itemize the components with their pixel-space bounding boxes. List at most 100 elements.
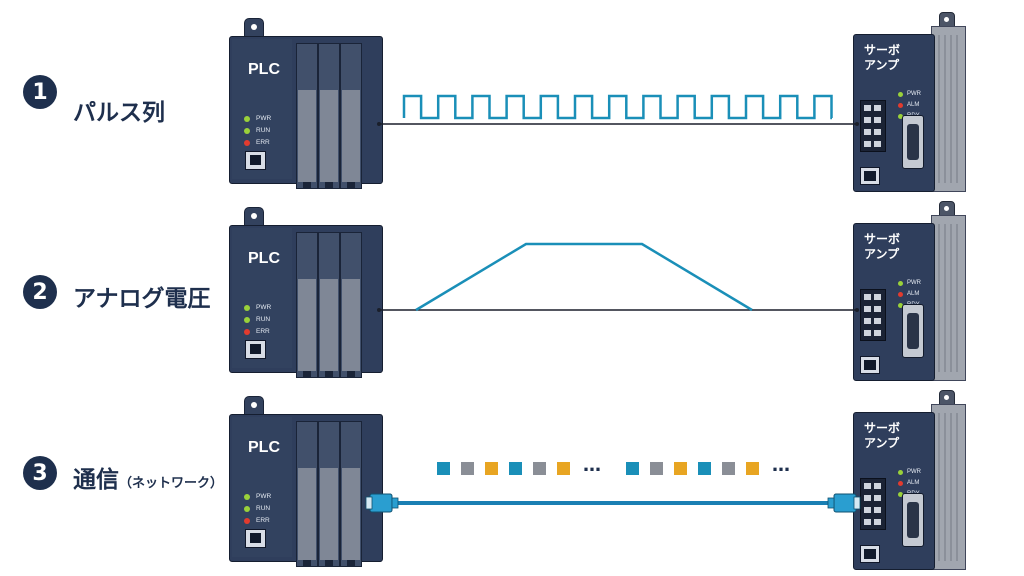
d-sub-connector-icon xyxy=(902,115,924,169)
status-led-icon xyxy=(244,304,250,311)
label-text: パルス列 xyxy=(73,100,165,126)
plc-cpu-module: PLC PWR RUN ERR xyxy=(232,228,292,368)
d-sub-connector-icon xyxy=(902,493,924,547)
terminal-block-icon xyxy=(860,289,886,341)
led-err: ERR xyxy=(244,517,270,524)
led-run: RUN xyxy=(244,316,270,323)
ellipsis: … xyxy=(772,455,791,476)
status-led-icon xyxy=(898,491,903,497)
ethernet-port-icon xyxy=(860,167,880,185)
status-led-icon xyxy=(244,493,250,500)
plc-title: PLC xyxy=(248,250,280,267)
plc-cpu-module: PLC PWR RUN ERR xyxy=(232,39,292,179)
status-led-icon xyxy=(244,505,250,512)
d-sub-connector-icon xyxy=(902,304,924,358)
led-alm: ALM xyxy=(898,480,919,486)
label-text: アナログ電圧 xyxy=(73,286,211,312)
data-packet xyxy=(509,462,522,475)
plc-unit: PLC PWR RUN ERR xyxy=(229,396,383,567)
led-err: ERR xyxy=(244,139,270,146)
ethernet-port-icon xyxy=(860,545,880,563)
io-module xyxy=(318,232,340,378)
status-led-icon xyxy=(898,113,903,119)
wire-connector xyxy=(855,308,859,312)
data-packet xyxy=(533,462,546,475)
heatsink-fins xyxy=(931,404,966,570)
status-led-icon xyxy=(244,517,250,524)
led-pwr: PWR xyxy=(244,304,271,311)
number-badge-1: 1 xyxy=(23,75,57,109)
analog-voltage-waveform xyxy=(415,242,753,312)
io-module xyxy=(296,43,318,189)
status-led-icon xyxy=(244,139,250,146)
led-pwr: PWR xyxy=(898,91,921,97)
io-module xyxy=(318,421,340,567)
plc-title: PLC xyxy=(248,61,280,78)
led-run: RUN xyxy=(244,127,270,134)
data-packet xyxy=(461,462,474,475)
led-pwr: PWR xyxy=(244,115,271,122)
terminal-block-icon xyxy=(860,100,886,152)
plc-unit: PLC PWR RUN ERR xyxy=(229,18,383,189)
ellipsis: … xyxy=(583,455,602,476)
status-led-icon xyxy=(244,316,250,323)
led-pwr: PWR xyxy=(244,493,271,500)
data-packet xyxy=(485,462,498,475)
mounting-ear xyxy=(244,207,264,229)
status-led-icon xyxy=(898,291,903,297)
terminal-block-icon xyxy=(860,478,886,530)
number-badge-3: 3 xyxy=(23,456,57,490)
row-label-network-communication: 通信（ネットワーク） xyxy=(73,460,223,494)
led-pwr: PWR xyxy=(898,469,921,475)
wire-connector xyxy=(377,308,381,312)
io-module xyxy=(340,43,362,189)
status-led-icon xyxy=(898,480,903,486)
plc-unit: PLC PWR RUN ERR xyxy=(229,207,383,378)
io-module xyxy=(318,43,340,189)
label-text: 通信 xyxy=(73,467,119,493)
status-led-icon xyxy=(244,328,250,335)
label-subtext: （ネットワーク） xyxy=(119,476,224,491)
io-module xyxy=(340,232,362,378)
plc-cpu-module: PLC PWR RUN ERR xyxy=(232,417,292,557)
plc-body: PLC PWR RUN ERR xyxy=(229,36,383,189)
io-module xyxy=(296,421,318,567)
led-err: ERR xyxy=(244,328,270,335)
row-label-analog-voltage: アナログ電圧 xyxy=(73,279,211,313)
led-pwr: PWR xyxy=(898,280,921,286)
row-label-pulse-train: パルス列 xyxy=(73,93,165,127)
servo-title: サーボアンプ xyxy=(864,43,901,72)
status-led-icon xyxy=(898,280,903,286)
ethernet-port-icon xyxy=(245,529,266,548)
row-network-communication: 3 通信（ネットワーク） PLC PWR RUN ERR サーボアンプ PWR … xyxy=(0,382,1024,570)
led-run: RUN xyxy=(244,505,270,512)
status-led-icon xyxy=(244,127,250,134)
plc-body: PLC PWR RUN ERR xyxy=(229,414,383,567)
data-packet xyxy=(698,462,711,475)
heatsink-fins xyxy=(931,26,966,192)
plc-title: PLC xyxy=(248,439,280,456)
data-packet xyxy=(722,462,735,475)
pulse-train-waveform xyxy=(402,94,833,120)
ethernet-port-icon xyxy=(860,356,880,374)
io-module xyxy=(296,232,318,378)
rj45-plug-icon xyxy=(827,493,861,513)
plc-body: PLC PWR RUN ERR xyxy=(229,225,383,378)
status-led-icon xyxy=(898,302,903,308)
data-packet xyxy=(437,462,450,475)
servo-title: サーボアンプ xyxy=(864,421,901,450)
data-packet xyxy=(674,462,687,475)
row-analog-voltage: 2 アナログ電圧 PLC PWR RUN ERR サーボアンプ PWR ALM … xyxy=(0,193,1024,381)
number-badge-2: 2 xyxy=(23,275,57,309)
wire-connector xyxy=(377,122,381,126)
wire-connector xyxy=(855,122,859,126)
io-module xyxy=(340,421,362,567)
